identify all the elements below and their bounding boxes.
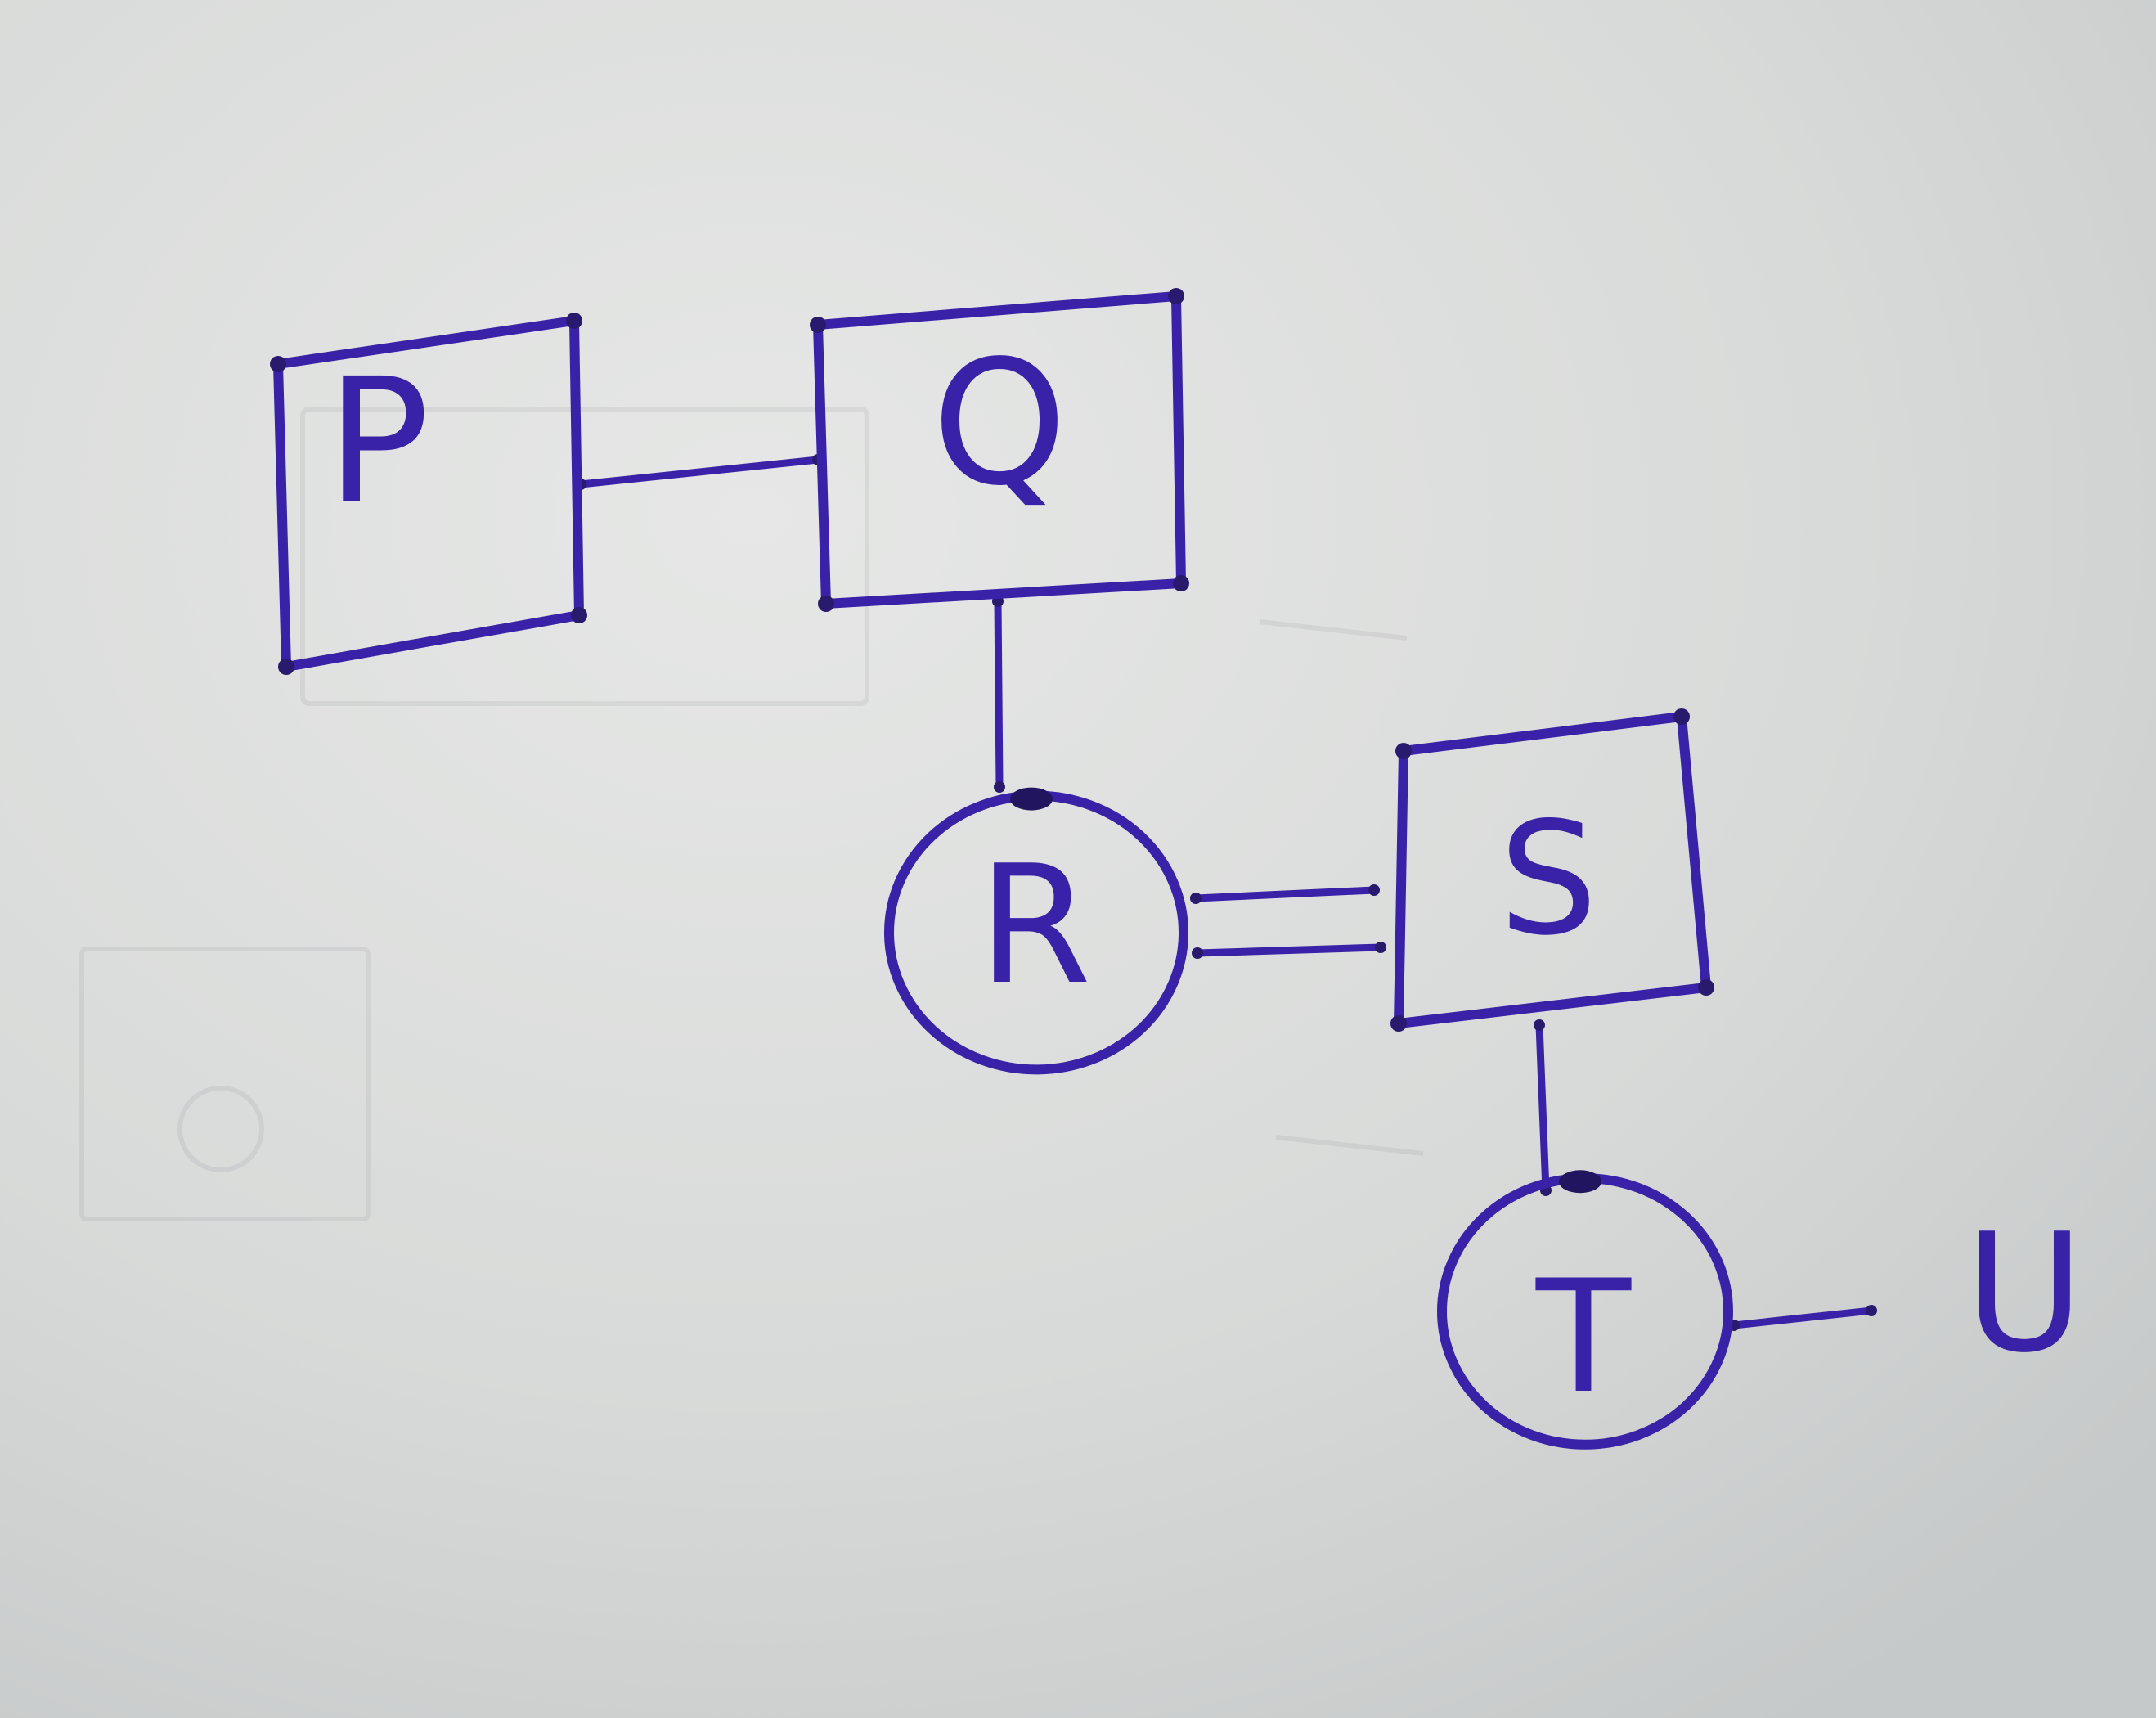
nodes-layer: P Q R S T U xyxy=(270,288,2084,1450)
edge-p-q xyxy=(577,456,822,488)
node-s-corner-dot xyxy=(1673,708,1690,725)
node-p-label: P xyxy=(326,341,430,542)
edge-r-s-ink-dot xyxy=(1190,893,1202,904)
edge-r-s-line-1 xyxy=(1192,886,1378,902)
edge-s-t xyxy=(1535,1021,1550,1194)
edge-q-r xyxy=(994,597,1004,791)
node-s-label: S xyxy=(1499,789,1598,969)
node-p-corner-dot xyxy=(270,356,286,372)
node-q-corner-dot xyxy=(818,596,834,612)
edge-t-u-ink-dot xyxy=(1866,1305,1877,1316)
node-q-corner-dot xyxy=(1173,575,1189,591)
edge-r-s-ink-dot xyxy=(1368,884,1380,896)
node-s-corner-dot xyxy=(1698,979,1714,996)
node-q-label: Q xyxy=(932,323,1067,524)
show-through-marks xyxy=(79,407,1424,1221)
node-q: Q xyxy=(810,288,1189,612)
node-r-ink-blot xyxy=(1010,787,1053,811)
node-t-label: T xyxy=(1535,1247,1632,1428)
node-s: S xyxy=(1390,708,1714,1032)
edge-q-r-ink-dot xyxy=(994,781,1005,793)
edge-s-t-ink-dot xyxy=(1534,1019,1545,1031)
node-t: T xyxy=(1437,1170,1733,1450)
node-r-label: R xyxy=(978,830,1092,1021)
node-p-corner-dot xyxy=(566,313,582,329)
edge-t-u xyxy=(1730,1306,1875,1329)
node-t-ink-blot xyxy=(1559,1170,1601,1194)
node-q-corner-dot xyxy=(810,317,826,333)
node-s-corner-dot xyxy=(1395,743,1412,759)
edge-r-s-line-2 xyxy=(1193,943,1385,957)
node-p-corner-dot xyxy=(571,607,587,623)
node-r: R xyxy=(884,787,1188,1075)
node-s-corner-dot xyxy=(1390,1015,1407,1032)
node-p-corner-dot xyxy=(278,659,294,675)
node-u-label: U xyxy=(1965,1199,2084,1389)
edge-r-s-ink-dot xyxy=(1375,942,1386,953)
node-u: U xyxy=(1965,1199,2084,1389)
edge-r-s-ink-dot xyxy=(1192,947,1203,959)
node-q-corner-dot xyxy=(1168,288,1184,304)
node-p: P xyxy=(270,313,587,675)
